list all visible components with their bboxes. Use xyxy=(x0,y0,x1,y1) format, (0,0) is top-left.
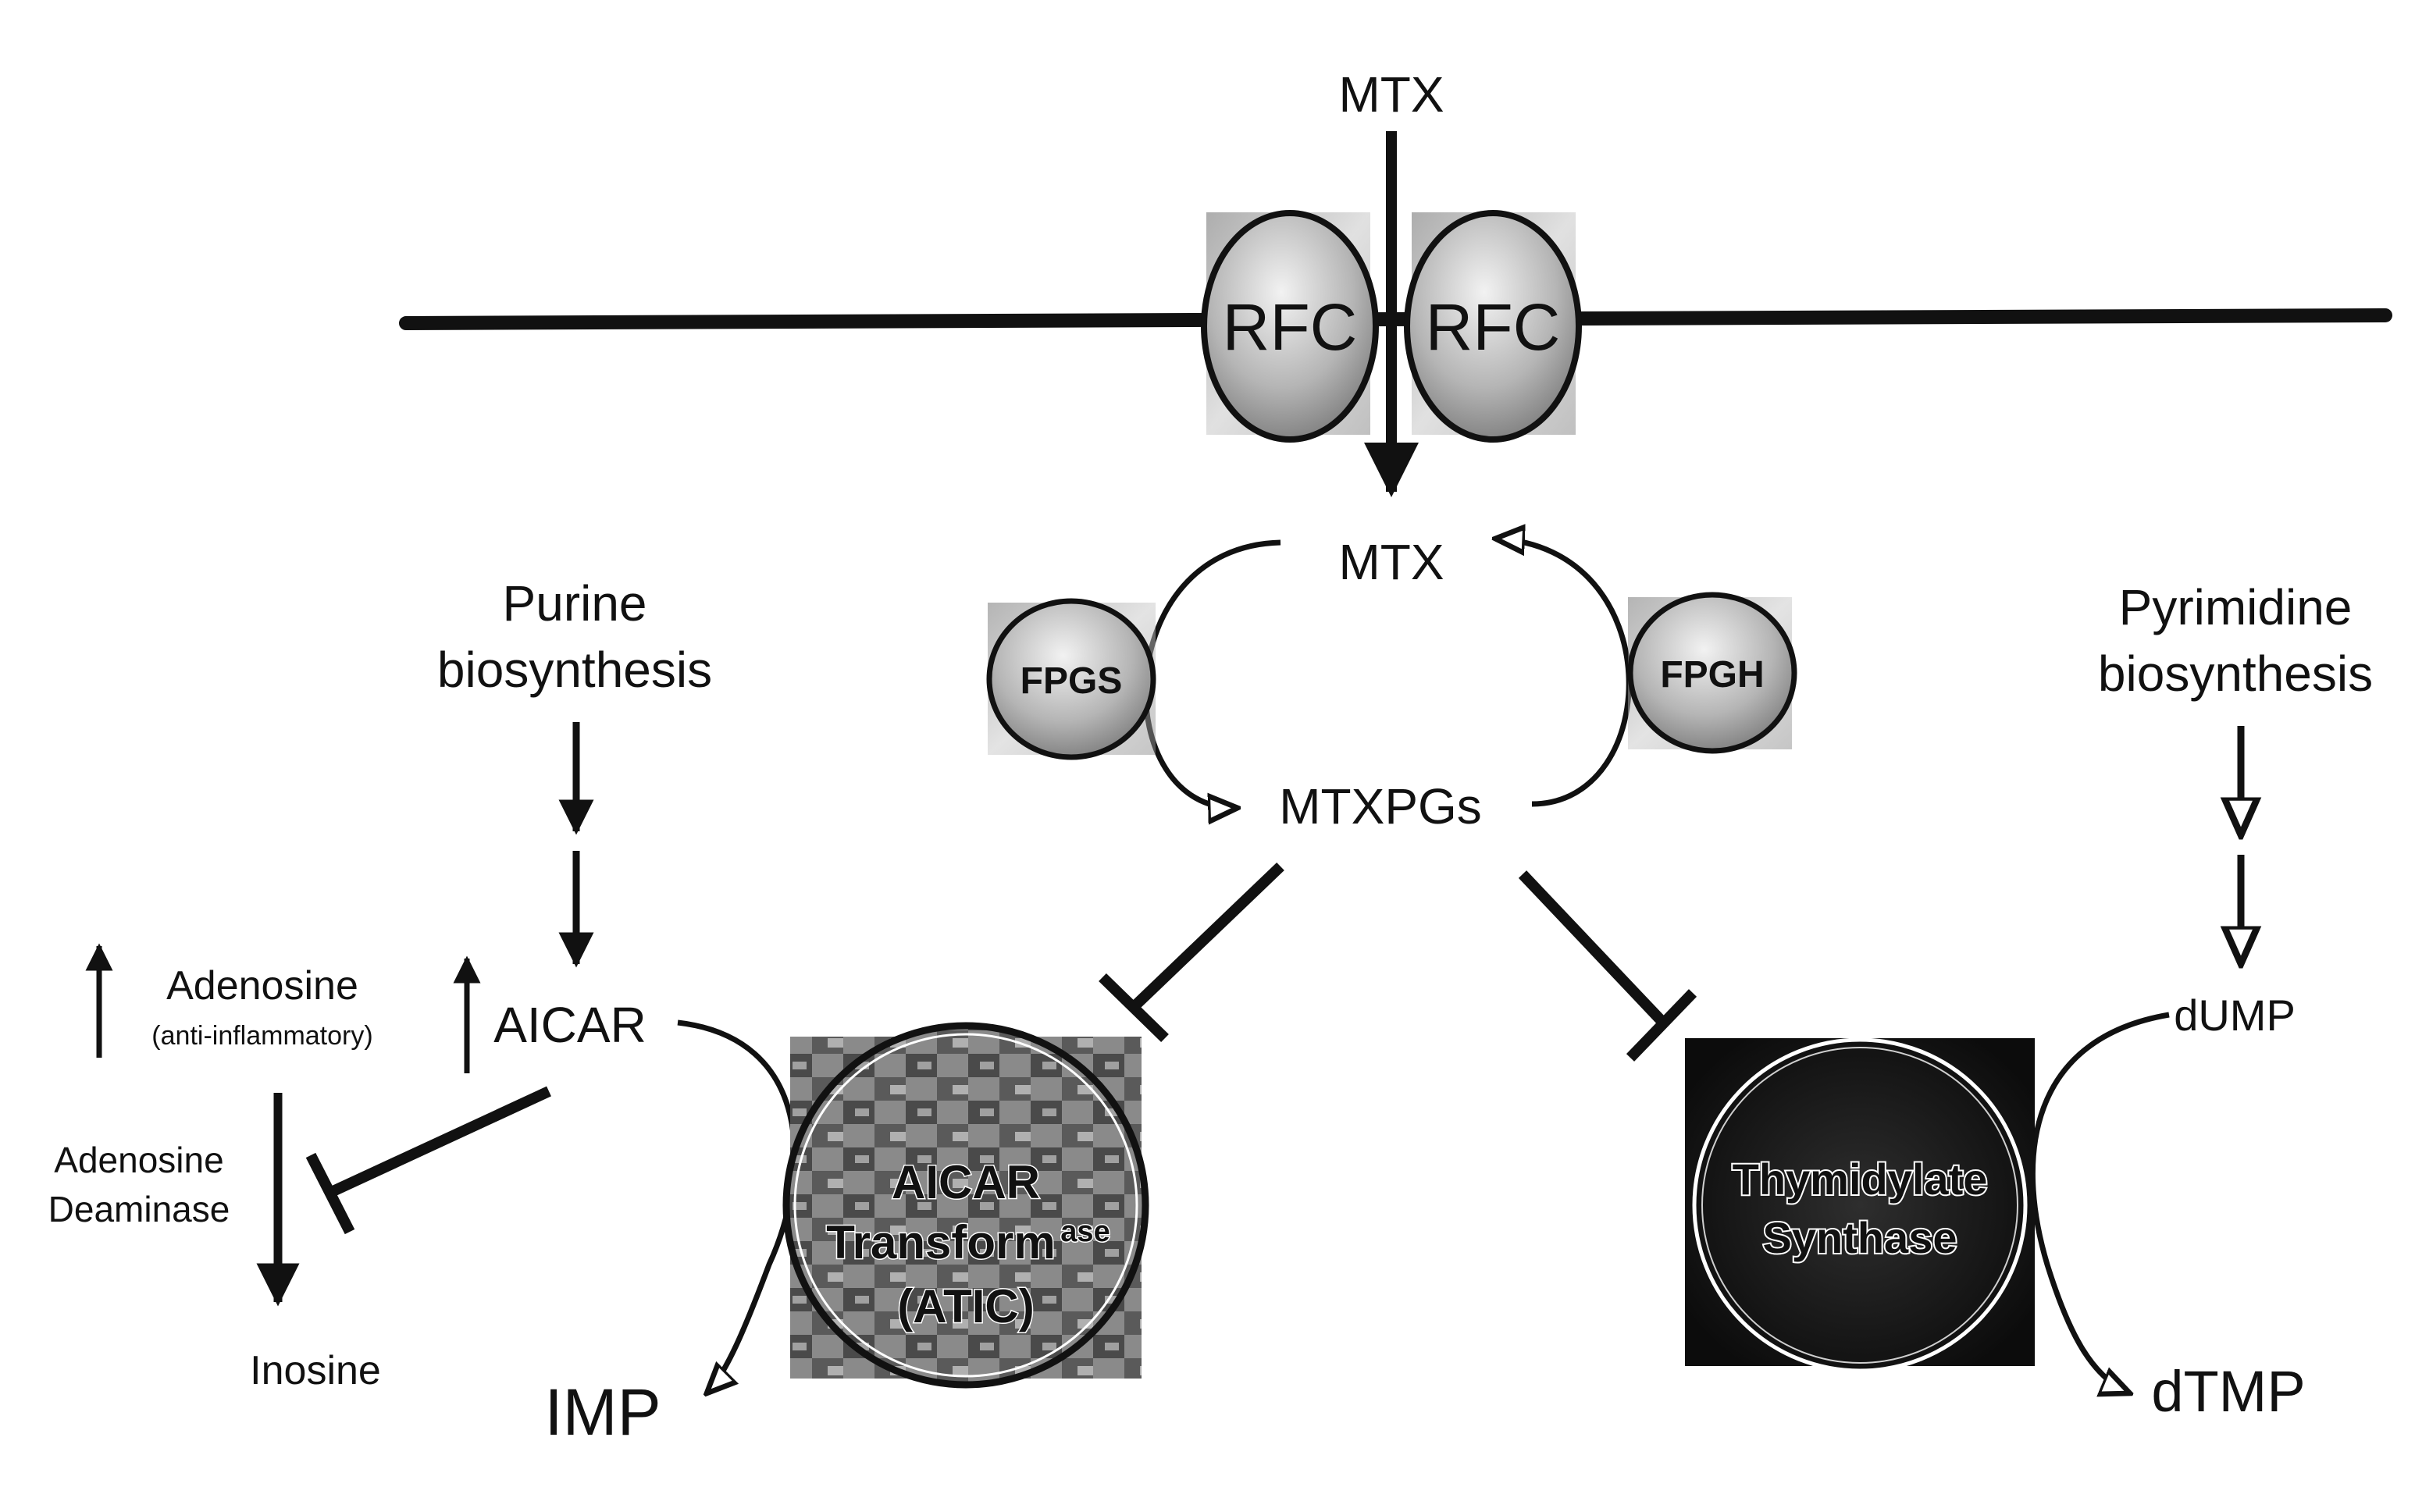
mtx-intracellular-label: MTX xyxy=(1338,534,1444,590)
ts-label-line2: Synthase xyxy=(1763,1213,1957,1262)
thymidylate-synthase-enzyme: Thymidylate Synthase xyxy=(1685,1038,2035,1371)
atic-enzyme: AICAR Transform ase (ATIC) xyxy=(786,1026,1145,1385)
atic-label-line2: Transform xyxy=(826,1216,1055,1268)
mtxpgs-inhibition-of-atic xyxy=(1102,866,1281,1038)
aicar-label: AICAR xyxy=(493,997,646,1053)
rfc-transporter-left: RFC xyxy=(1204,212,1376,439)
adenosine-label: Adenosine xyxy=(166,963,358,1009)
imp-label: IMP xyxy=(544,1375,661,1449)
adenosine-deaminase-line1: Adenosine xyxy=(54,1140,223,1180)
mtx-extracellular-label: MTX xyxy=(1338,66,1444,123)
fpgs-label: FPGS xyxy=(1020,660,1123,702)
rfc-left-label: RFC xyxy=(1223,290,1358,364)
inosine-label: Inosine xyxy=(250,1348,381,1393)
pyrimidine-biosynthesis-line2: biosynthesis xyxy=(2098,646,2373,702)
adenosine-deaminase-line2: Deaminase xyxy=(48,1189,230,1229)
fpgh-arc-arrow xyxy=(1495,539,1629,804)
fpgh-label: FPGH xyxy=(1660,654,1764,696)
aicar-inhibition-of-ada xyxy=(311,1091,549,1232)
fpgh-enzyme: FPGH xyxy=(1628,595,1794,751)
atic-label-line1: AICAR xyxy=(892,1156,1040,1208)
aicar-to-imp-arc-arrow xyxy=(678,1023,795,1393)
atic-label-line3: (ATIC) xyxy=(897,1280,1035,1332)
rfc-right-label: RFC xyxy=(1426,290,1561,364)
pyrimidine-biosynthesis-line1: Pyrimidine xyxy=(2119,579,2353,635)
dtmp-label: dTMP xyxy=(2151,1359,2305,1424)
mtxpgs-label: MTXPGs xyxy=(1279,778,1482,834)
atic-label-line2-superscript: ase xyxy=(1060,1215,1110,1248)
rfc-transporter-right: RFC xyxy=(1407,212,1579,439)
purine-biosynthesis-line2: biosynthesis xyxy=(437,642,712,698)
fpgs-arc-arrow xyxy=(1145,543,1281,808)
ts-label-line1: Thymidylate xyxy=(1733,1154,1988,1204)
fpgs-enzyme: FPGS xyxy=(988,601,1156,757)
dump-label: dUMP xyxy=(2174,991,2296,1040)
purine-biosynthesis-line1: Purine xyxy=(503,575,647,631)
mtxpgs-inhibition-of-ts xyxy=(1523,874,1693,1058)
dump-to-dtmp-arc-arrow xyxy=(2032,1015,2169,1393)
anti-inflammatory-label: (anti-inflammatory) xyxy=(151,1021,372,1051)
